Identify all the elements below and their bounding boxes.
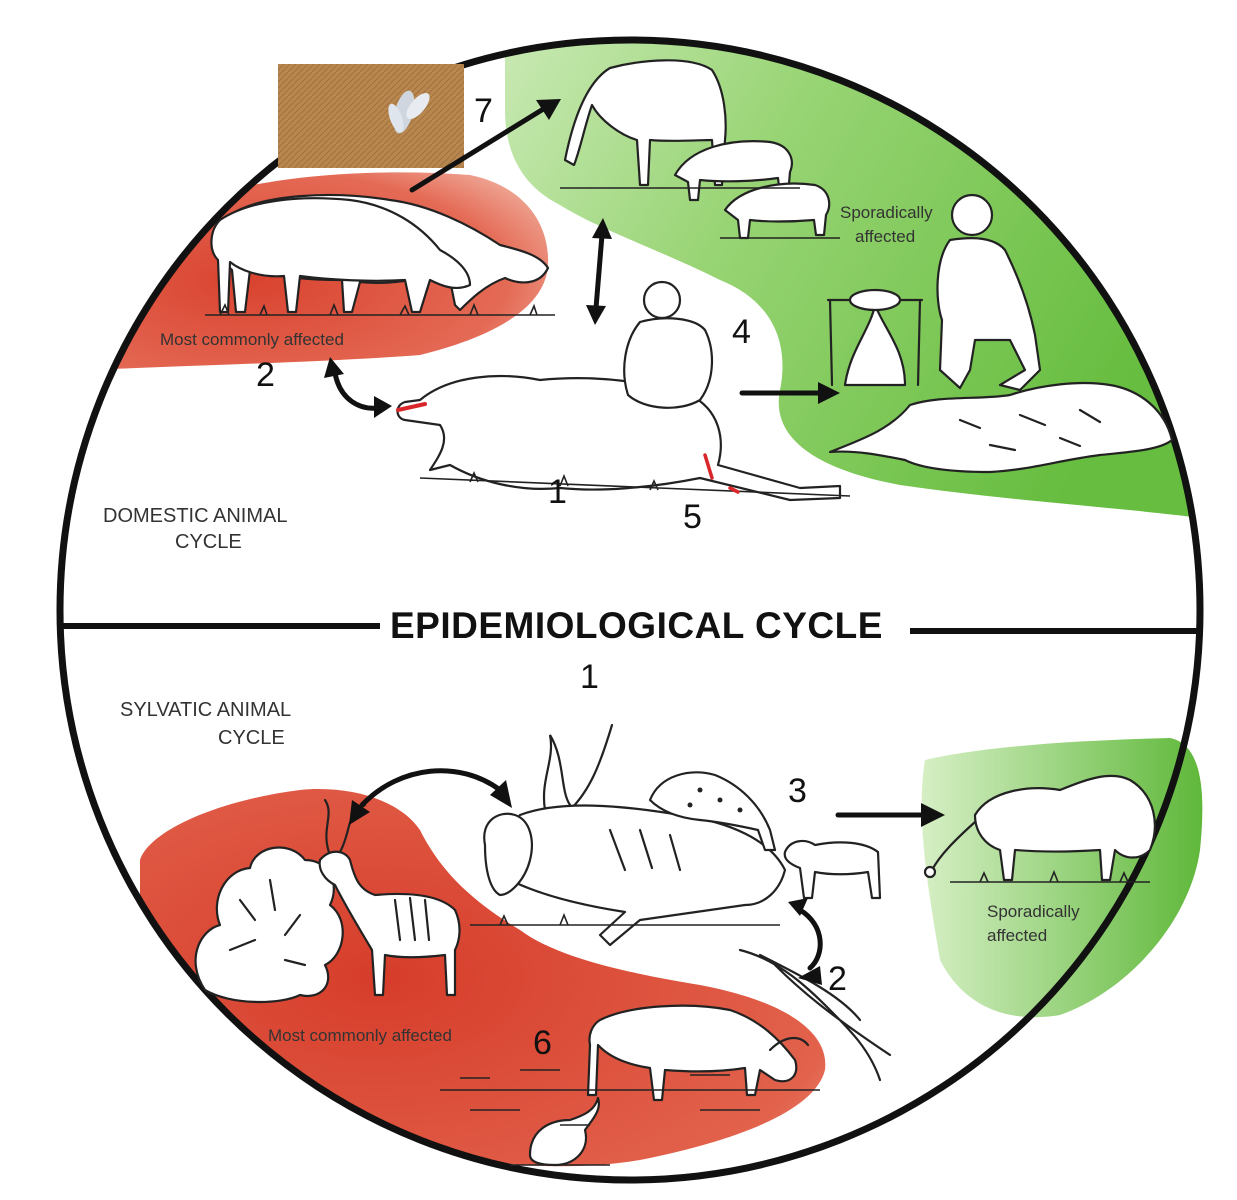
arrow-double-head-top: [592, 218, 612, 239]
pig-icon: [560, 140, 840, 240]
arrow-horse-carcass-double: [593, 232, 605, 311]
blood-mark-mouth: [396, 402, 427, 412]
water-stream-icon: [738, 948, 892, 1082]
arrow-kudu-head: [349, 800, 370, 825]
arrow-fly-to-horse-head: [536, 99, 561, 120]
domestic-most-affected-label: Most commonly affected: [160, 330, 344, 349]
bush-icon: [194, 846, 344, 1004]
sylvatic-sporadic-label-line2: affected: [987, 926, 1047, 945]
cycle-circle-outline: [56, 36, 1204, 1184]
sylvatic-cycle-label-line1: SYLVATIC ANIMAL: [120, 699, 291, 721]
vulture-icon: [483, 812, 533, 897]
arrow-double-head-bottom: [586, 305, 606, 325]
sylvatic-arrows: [349, 768, 945, 985]
arrow-carcass-to-human-head: [818, 382, 840, 404]
blood-mark-body: [703, 453, 740, 494]
domestic-marker-4: 4: [732, 313, 751, 351]
diagram-title: EPIDEMIOLOGICAL CYCLE: [390, 605, 883, 646]
egret-icon: [510, 1096, 610, 1167]
butcher-person-icon: [623, 280, 714, 409]
cattle-icon: [205, 193, 555, 316]
domestic-marker-1: 1: [548, 473, 567, 511]
domestic-cycle-label-line1: DOMESTIC ANIMAL: [103, 505, 287, 527]
arrow-carcass-to-lion-head: [921, 803, 945, 827]
fly-on-hide-photo-icon: [278, 64, 464, 168]
arrow-carcass-head: [490, 780, 512, 808]
lion-icon: [923, 774, 1156, 883]
domestic-sporadic-label-line1: Sporadically: [840, 203, 933, 222]
arrow-water-curved: [797, 907, 823, 971]
sylvatic-sporadic-label-line1: Sporadically: [987, 902, 1080, 921]
arrow-kudu-carcass-curved: [359, 768, 503, 808]
arrow-curved-head-right: [374, 396, 392, 418]
jackal-icon: [783, 839, 882, 900]
sylvatic-marker-3: 3: [788, 772, 807, 810]
sylvatic-marker-6: 6: [533, 1024, 552, 1062]
domestic-marker-5: 5: [683, 498, 702, 536]
arrow-cattle-carcass-curved: [332, 370, 381, 411]
sylvatic-green-zone: [921, 738, 1203, 1018]
domestic-marker-7: 7: [474, 92, 493, 130]
arrow-water-head-bottom: [798, 966, 822, 985]
arrow-fly-to-horse: [409, 105, 548, 193]
arrow-curved-head-top: [324, 357, 344, 378]
domestic-cycle-label-line2: CYCLE: [175, 531, 242, 553]
hyena-icon: [648, 771, 777, 852]
cooking-fire-icon: [826, 288, 924, 387]
carcass-icon: [396, 374, 851, 502]
domestic-sporadic-label-line2: affected: [855, 227, 915, 246]
sylvatic-most-affected-label: Most commonly affected: [268, 1026, 452, 1045]
sylvatic-marker-1: 1: [580, 658, 599, 696]
sylvatic-marker-2: 2: [828, 960, 847, 998]
arrow-water-head-top: [788, 898, 808, 916]
domestic-arrows: [324, 99, 840, 418]
animal-hide-icon: [828, 381, 1174, 474]
horse-icon: [563, 59, 727, 187]
sylvatic-cycle-label-line2: CYCLE: [218, 727, 285, 749]
domestic-marker-2: 2: [256, 356, 275, 394]
wetland-ground: [440, 1069, 820, 1126]
person-icon: [936, 193, 1042, 392]
buffalo-icon: [586, 1004, 810, 1102]
